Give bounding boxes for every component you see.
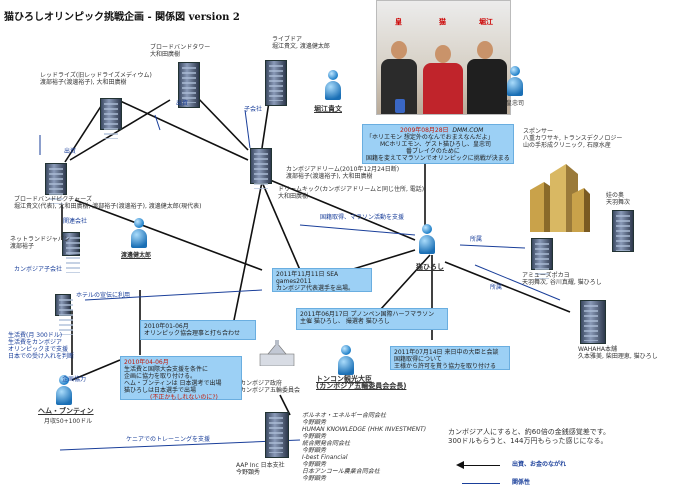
label-watanabe: 渡邊健太郎: [121, 252, 152, 259]
photo-three-men: 皇 猫 堀江: [376, 0, 511, 115]
label-cambodiadream: カンボジアドリーム(2010年12月24日断) 渡部裕子(渡邊裕子), 大和田廣…: [286, 166, 400, 180]
building-icon-netland: [62, 232, 80, 273]
label-kou: 皇忠司: [506, 100, 525, 107]
box-minister: 2011年07月14日 来日中の大臣と会談 国籍取得について 王様から許可を貰う…: [390, 346, 510, 370]
label-government: カンボジア政府 カンボジア五輪委員会: [240, 380, 301, 394]
building-icon-kaname: [612, 210, 634, 252]
dmm-line-2: MCホリエモン、ゲスト猫ひろし、皇忠司: [380, 141, 492, 148]
label-tonton: トンコン観光大臣 (カンボジア五輪委員会会長): [316, 375, 407, 390]
building-icon-aap: [265, 412, 289, 458]
edge-cambodiadream-to-sea: [261, 181, 301, 271]
label-nekohiroshi: 猫ひろし: [416, 263, 444, 271]
box-2010-b-body: 生活費と国際大会支援を条件に 企画に協力を取り付ける。 ヘム・ブンティンは 日本…: [124, 366, 222, 394]
edge-neko-to-wahaha: [444, 261, 571, 313]
label-netland: ネットランドジャパン 渡部裕子: [10, 236, 71, 250]
label-kenya: ケニアでのトレーニングを支援: [126, 436, 211, 443]
dmm-line-1: 「ホリエモン 想定外のなんでおまえなんだよ」: [366, 134, 494, 141]
face-center: [435, 45, 451, 63]
label-bbpictures: ブロードバンドピクチャーズ 堀江貴文(代表), 大和田廣樹, 渡部裕子(渡邊裕子…: [14, 196, 202, 210]
edge-redrise-to-cambodiadream: [117, 99, 249, 161]
person-icon-neko: [418, 224, 436, 254]
photo-name-neko: 猫: [439, 18, 446, 26]
government-palace-icon: [259, 340, 295, 366]
legend-money-label: 出資、お金のながれ: [512, 461, 567, 468]
box-2010-b-date: 2010年04-06月: [124, 359, 169, 366]
box-dmm: 2009年08月28日 DMM.COM 「ホリエモン 想定外のなんでおまえなんだ…: [362, 124, 514, 164]
person-icon-tonton: [337, 345, 355, 375]
label-redrise: レッドライズ(旧レッドライズメディウム) 渡部裕子(渡邊裕子), 大和田廣樹: [40, 72, 152, 86]
edge-gov-to-aap: [279, 394, 291, 416]
legend-relation-line: [462, 483, 500, 484]
box-2010-b: 2010年04-06月 生活費と国際大会支援を条件に 企画に協力を取り付ける。 …: [120, 356, 242, 401]
building-icon-redrise: [100, 98, 122, 139]
label-note: カンボジア人にすると、約60倍の金銭感覚差です。 300ドルもらうと、144万円…: [448, 428, 610, 445]
edge-cambodiadream-to-2010a: [231, 181, 263, 331]
label-broadband-tower: ブロードバンドタワー 大和田廣樹: [150, 44, 211, 58]
label-kaname: 娃の奥 天羽舞次: [606, 192, 631, 206]
dmm-date: 2009年08月28日: [400, 127, 449, 134]
diagram-title: 猫ひろしオリンピック挑戦企画 - 関係図 version 2: [4, 12, 240, 23]
dmm-line-4: 国籍を変えてマラソンでオリンピックに挑戦が決まる: [366, 155, 510, 162]
edge-label-shozoku-1: 所属: [470, 236, 483, 243]
label-companies: ボルネオ・エネルギー合同会社 今野顕秀 HUMAN KNOWLEDGE (HHK…: [302, 412, 427, 482]
building-icon-wahaha: [580, 300, 606, 344]
label-hem: ヘム・ブンティン: [38, 407, 94, 415]
label-seikatsu: 生活費(月 300ドル) 生活費をカンボジア オリンピックまで支援 日本での受け…: [8, 332, 75, 360]
edge-sea-to-neko: [349, 249, 416, 271]
face-left: [391, 41, 407, 59]
label-cambodia-sub: カンボジア子会社: [14, 266, 63, 273]
edge-broadband-to-bbpictures: [69, 99, 171, 161]
label-aap: AAP Inc 日本支社 今野顕秀: [236, 462, 285, 476]
box-2010-b-red: (不正かもしれないのに?): [150, 394, 218, 401]
label-wahaha: WAHAHA本舗 久本雅美, 柴田理恵, 猫ひろし: [578, 346, 658, 360]
building-icon-cambodiadream: [250, 148, 272, 189]
edge-label-kokuseki: 国籍取得、マラソン活動を支援: [320, 214, 405, 221]
label-sponsor: スポンサー 八重カワサキ, トランスデクノロジー 山の手形成クリニック, 石原水…: [523, 128, 623, 149]
face-right: [477, 41, 493, 59]
photo-name-horie: 堀江: [479, 18, 493, 26]
person-icon-hem: [55, 375, 73, 405]
label-kikaku: 企画協力: [62, 376, 87, 383]
edge-label-kanren: 関連会社: [63, 218, 88, 225]
person-icon-horie: [324, 70, 342, 100]
label-amuse: アミューズポカヨ 天羽舞次, 谷川真耀, 猫ひろし: [522, 272, 602, 286]
label-dreamkick: ドリームキック(カンボジアドリームと同じ住所, 電話) 大和田廣樹: [278, 186, 425, 200]
edge-cambodiadream-to-neko: [269, 179, 416, 241]
sponsor-towers-icon: [530, 164, 590, 232]
person-icon-watanabe: [130, 218, 148, 248]
legend-relation-label: 関係性: [512, 479, 531, 486]
edge-label-shusshi-1: 出資: [176, 100, 189, 107]
person-icon-kou: [506, 66, 524, 96]
building-icon-amuse: [531, 238, 553, 279]
label-hotel: ホテルの宣伝に利用: [76, 292, 131, 299]
edge-neko-to-phnom: [379, 254, 431, 311]
edge-redrise-to-bbpictures: [64, 99, 106, 163]
legend-money-line: [462, 465, 500, 466]
dmm-line-3: 番ブレイクのために: [406, 148, 460, 155]
label-hem-salary: 月収50+100ドル: [44, 418, 93, 425]
edge-label-shusshi-2: 出資: [64, 148, 77, 155]
building-icon-cambodiasub: [55, 294, 73, 335]
photo-name-kou: 皇: [395, 18, 402, 26]
box-phnom-penh: 2011年06月17日 プノンペン国際ハーフマラソン 主催 猫ひろし、 撮選者 …: [296, 308, 448, 330]
edge-bbpictures-to-sea: [74, 199, 263, 271]
building-icon-broadband: [178, 62, 200, 108]
edge-hem-to-2010b: [71, 359, 121, 381]
edge-label-kogaisha: 子会社: [244, 106, 263, 113]
label-livedoor: ライブドア 堀江貴文, 渡邊健太郎: [272, 36, 330, 50]
edge-broadband-to-cambodiadream: [194, 94, 249, 151]
box-2010-a: 2010年01-06月 オリンピック協会理事と打ち合わせ: [140, 320, 256, 340]
building-icon-livedoor: [265, 60, 287, 106]
box-sea-games: 2011年11月11日 SEA games2011 カンボジア代表選手を出場。: [272, 268, 372, 292]
dmm-name: DMM.COM: [452, 127, 484, 134]
edge-label-shozoku-2: 所属: [490, 284, 503, 291]
building-icon-bbpictures: [45, 163, 67, 204]
legend-money-arrowhead: [456, 461, 464, 469]
label-horie: 堀江貴文: [314, 105, 342, 113]
